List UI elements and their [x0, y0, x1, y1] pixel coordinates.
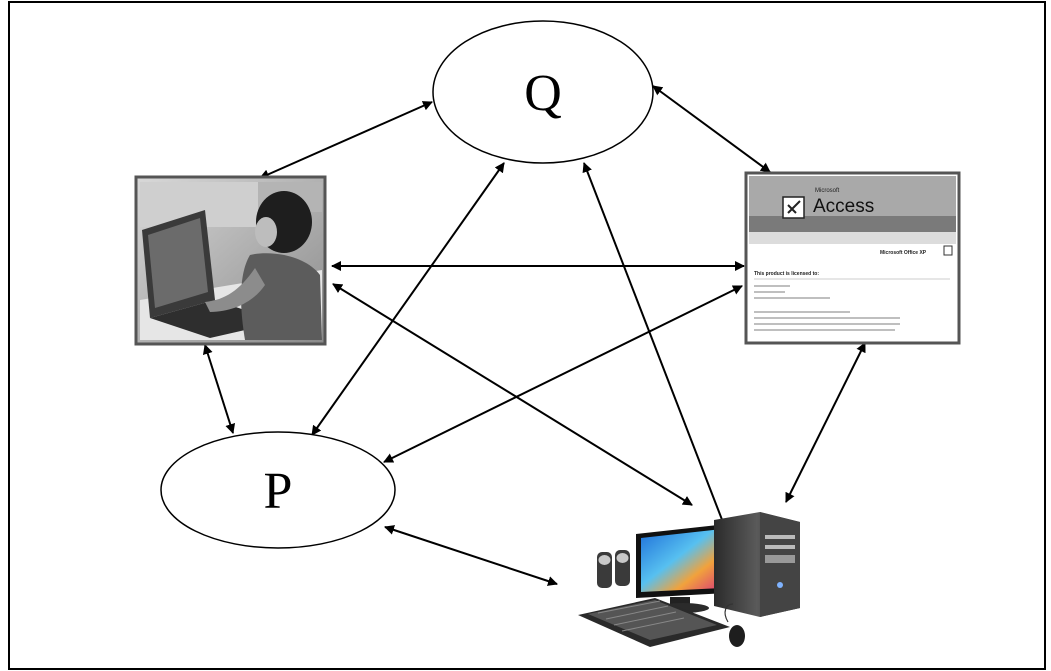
access-brand: Microsoft — [815, 188, 840, 194]
access-licensed-heading: This product is licensed to: — [754, 271, 819, 277]
keyboard — [578, 598, 730, 647]
node-p-ellipse — [160, 431, 396, 549]
connector-q-person — [259, 101, 433, 179]
node-q: Q — [432, 20, 654, 164]
node-q-label: Q — [524, 65, 562, 122]
access-splash-screen: Microsoft Access Microsoft Office XP Thi… — [744, 171, 961, 345]
tower — [714, 512, 800, 617]
access-title: Access — [813, 196, 874, 217]
connector-q-access — [652, 85, 771, 173]
connector-access-computer — [785, 342, 866, 503]
access-license-lines — [754, 285, 900, 331]
node-p: P — [160, 431, 396, 549]
node-p-label: P — [264, 463, 293, 520]
person-at-laptop-photo — [134, 175, 327, 346]
connector-p-computer — [384, 525, 558, 586]
mouse — [729, 625, 745, 647]
speakers — [597, 550, 630, 588]
connectors — [202, 85, 866, 586]
connector-person-p — [202, 344, 236, 434]
node-q-ellipse — [432, 20, 654, 164]
connector-access-p — [383, 285, 743, 463]
access-suite: Microsoft Office XP — [880, 250, 927, 256]
desktop-computer-icon — [578, 512, 800, 647]
